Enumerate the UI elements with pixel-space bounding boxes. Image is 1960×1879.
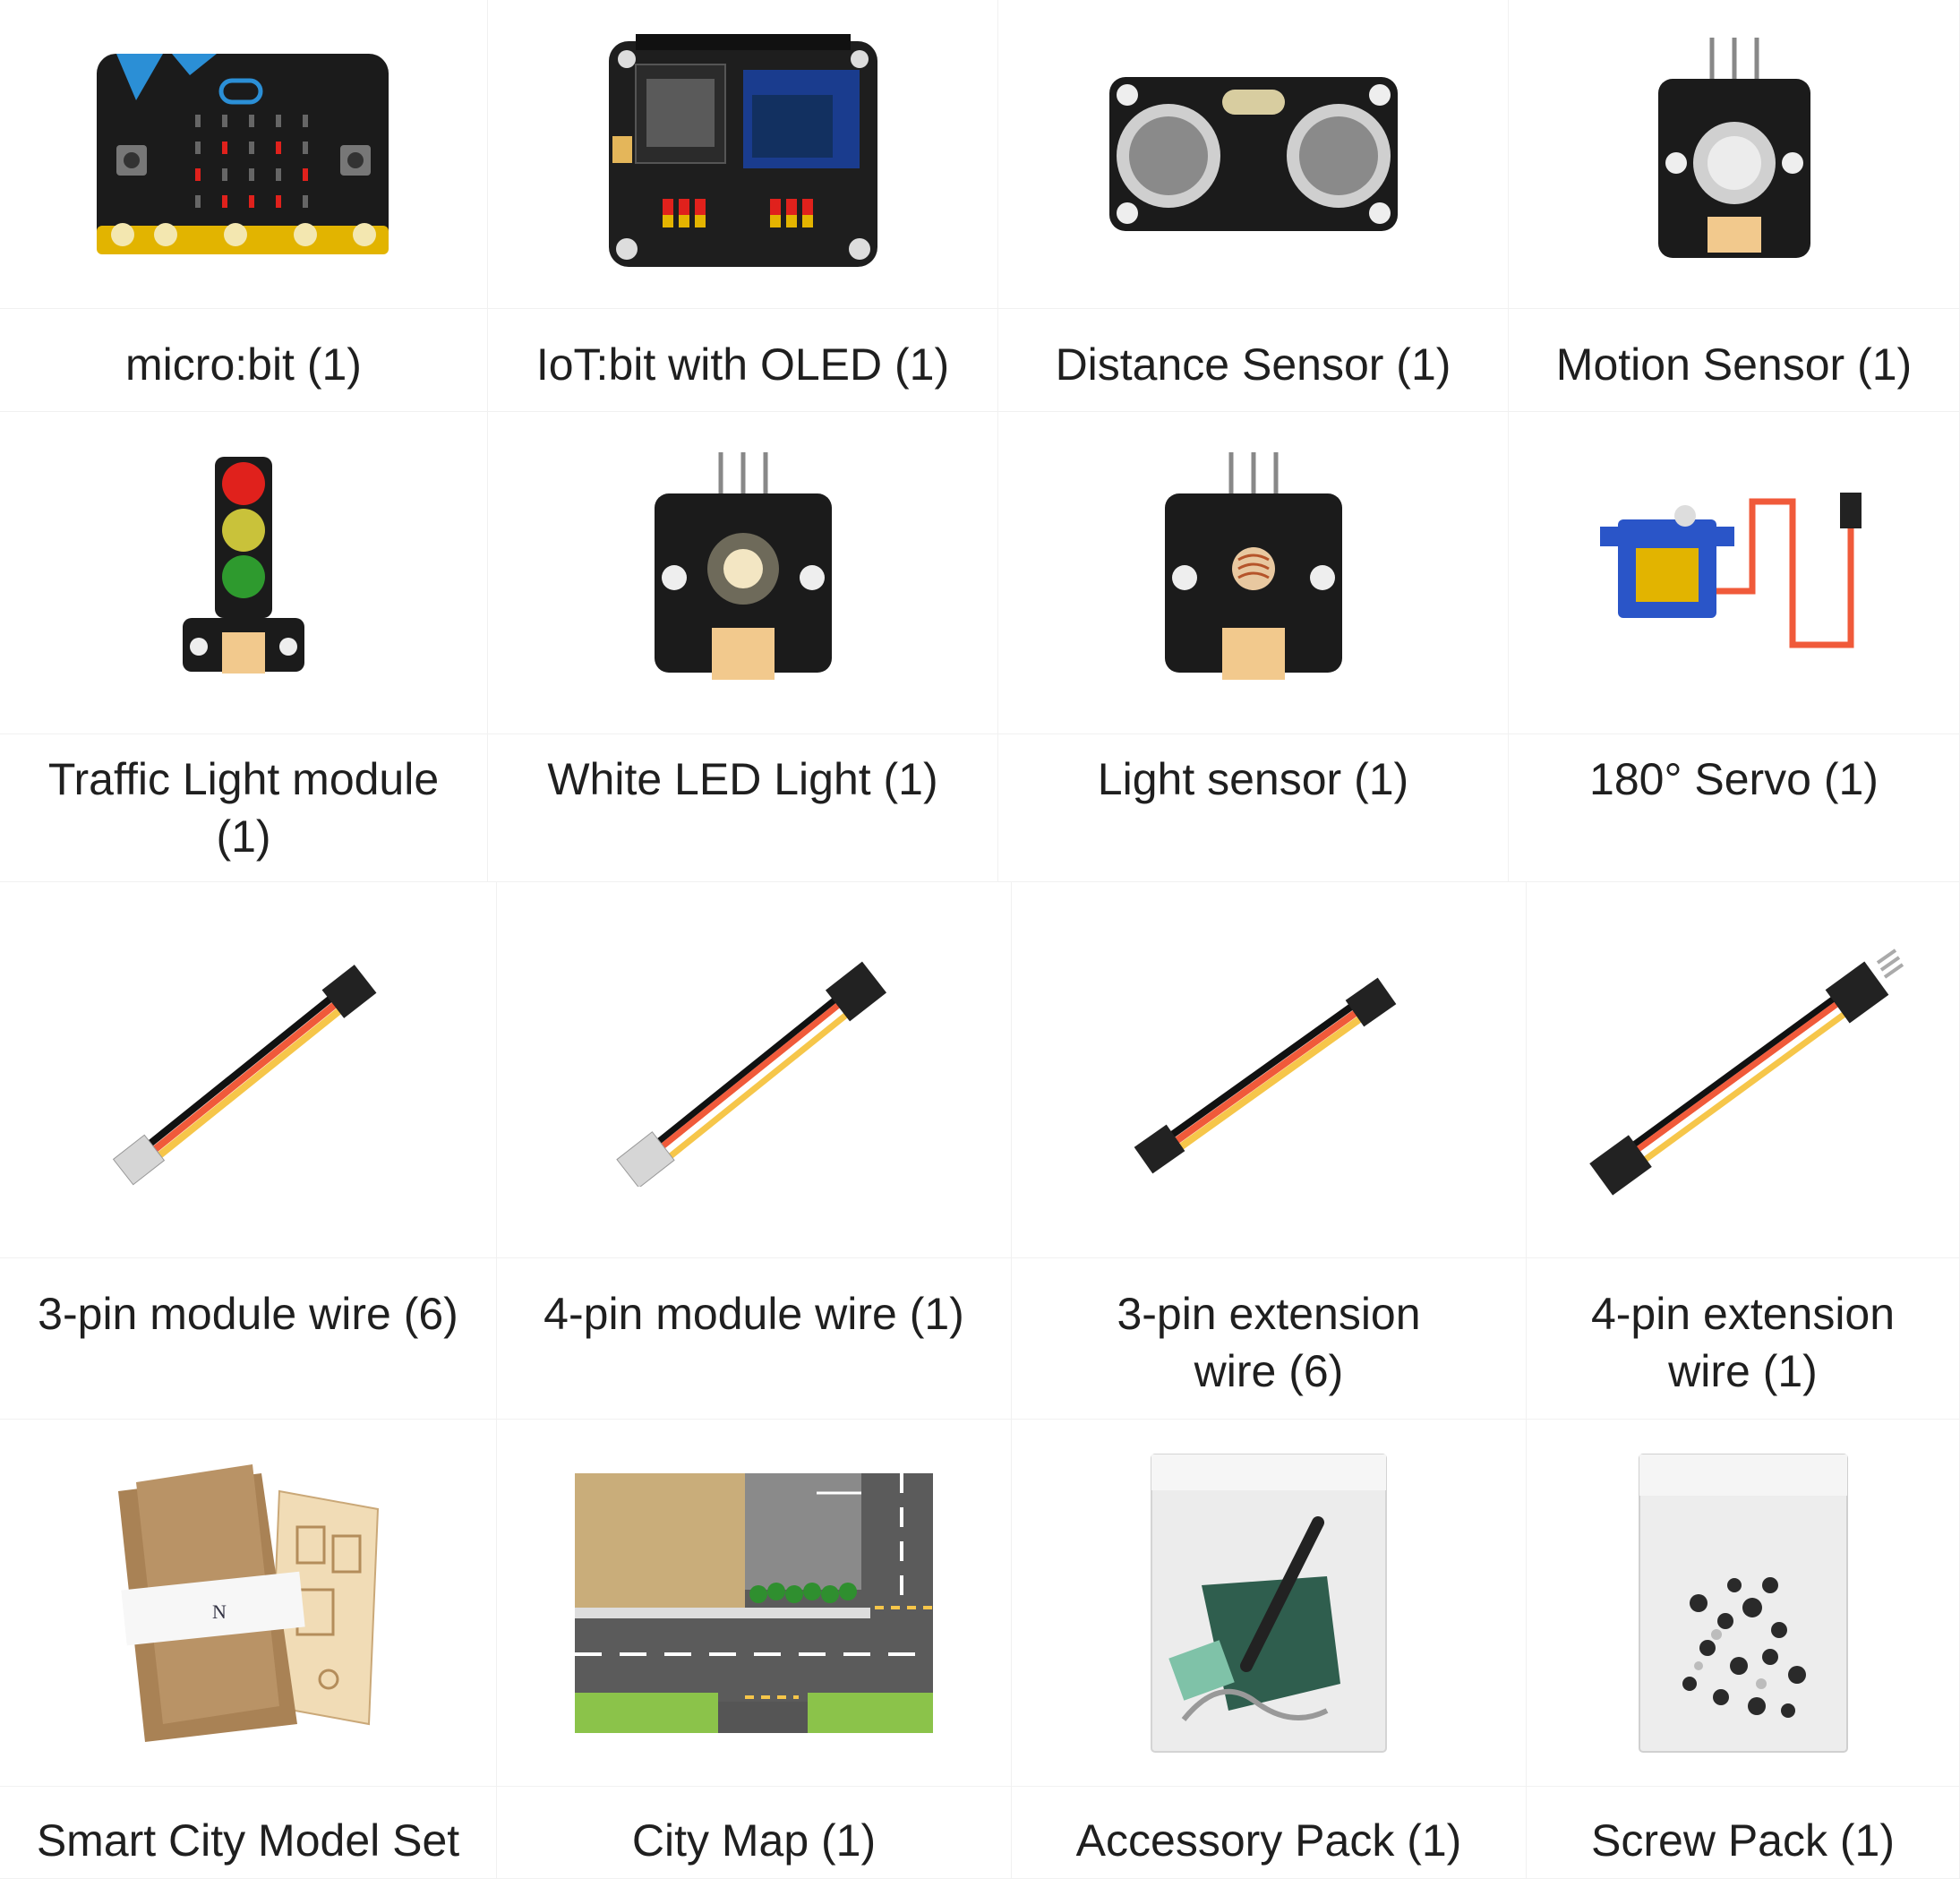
item-image-accessory-pack — [1012, 1420, 1527, 1787]
item-label-cell-4pin-module-wire: 4-pin module wire (1) — [497, 1258, 1012, 1420]
item-label-cell-screw-pack: Screw Pack (1) — [1527, 1787, 1960, 1879]
traffic-light-module-icon — [183, 456, 304, 674]
item-label: City Map (1) — [631, 1815, 877, 1866]
white-led-module-icon — [654, 451, 832, 680]
item-label: 180° Servo (1) — [1589, 754, 1879, 804]
item-image-servo — [1509, 412, 1960, 734]
item-image-iotbit — [488, 0, 998, 309]
item-image-light-sensor — [998, 412, 1509, 734]
item-label-cell-microbit: micro:bit (1) — [0, 309, 488, 412]
item-label-cell-motion-sensor: Motion Sensor (1) — [1509, 309, 1960, 412]
item-label: IoT:bit with OLED (1) — [535, 339, 950, 390]
item-label-cell-city-map: City Map (1) — [497, 1787, 1012, 1879]
item-label-cell-traffic-light: Traffic Light module (1) — [0, 734, 488, 882]
item-label: micro:bit (1) — [125, 339, 362, 390]
item-image-3pin-extension-wire — [1012, 882, 1527, 1258]
item-label-cell-accessory-pack: Accessory Pack (1) — [1012, 1787, 1527, 1879]
iotbit-oled-board-icon — [608, 34, 877, 267]
item-label: Screw Pack (1) — [1591, 1815, 1895, 1866]
light-sensor-module-icon — [1164, 451, 1342, 680]
item-label-cell-4pin-extension-wire: 4-pin extension wire (1) — [1527, 1258, 1960, 1420]
city-map-icon — [575, 1472, 933, 1733]
4pin-extension-wire-icon — [1588, 948, 1904, 1196]
accessory-pack-icon — [1151, 1453, 1387, 1753]
item-label: Smart City Model Set — [36, 1815, 460, 1866]
item-label-cell-servo: 180° Servo (1) — [1509, 734, 1960, 882]
item-label-cell-distance-sensor: Distance Sensor (1) — [998, 309, 1509, 412]
item-label-cell-3pin-extension-wire: 3-pin extension wire (6) — [1012, 1258, 1527, 1420]
item-label: Light sensor (1) — [1097, 754, 1409, 804]
item-label: 3-pin module wire (6) — [38, 1289, 458, 1339]
item-image-city-map — [497, 1420, 1012, 1787]
item-image-motion-sensor — [1509, 0, 1960, 309]
item-label: 4-pin extension wire (1) — [1590, 1289, 1896, 1396]
item-label-cell-light-sensor: Light sensor (1) — [998, 734, 1509, 882]
item-image-traffic-light — [0, 412, 488, 734]
item-image-white-led — [488, 412, 998, 734]
item-image-microbit — [0, 0, 488, 309]
screw-pack-icon — [1638, 1453, 1848, 1753]
item-image-screw-pack — [1527, 1420, 1960, 1787]
4pin-module-wire-icon — [616, 961, 887, 1187]
item-label: Accessory Pack (1) — [1075, 1815, 1462, 1866]
3pin-extension-wire-icon — [1134, 977, 1397, 1173]
ultrasonic-distance-sensor-icon — [1108, 77, 1398, 231]
microbit-board-icon — [97, 54, 389, 254]
item-label: Distance Sensor (1) — [1055, 339, 1451, 390]
item-label: Motion Sensor (1) — [1555, 339, 1913, 390]
item-label-cell-iotbit: IoT:bit with OLED (1) — [488, 309, 998, 412]
item-label-cell-smart-city-model-set: Smart City Model Set — [0, 1787, 497, 1879]
item-image-4pin-module-wire — [497, 882, 1012, 1258]
item-image-distance-sensor — [998, 0, 1509, 309]
cardboard-model-set-icon: N — [118, 1463, 380, 1742]
svg-text:N: N — [212, 1600, 227, 1623]
item-image-3pin-module-wire — [0, 882, 497, 1258]
item-image-smart-city-model-set: N — [0, 1420, 497, 1787]
pir-motion-sensor-icon — [1657, 38, 1810, 258]
item-label: Traffic Light module (1) — [47, 754, 440, 862]
item-label: White LED Light (1) — [547, 754, 938, 804]
item-label-cell-white-led: White LED Light (1) — [488, 734, 998, 882]
item-image-4pin-extension-wire — [1527, 882, 1960, 1258]
item-label: 3-pin extension wire (6) — [1117, 1289, 1421, 1396]
item-label-cell-3pin-module-wire: 3-pin module wire (6) — [0, 1258, 497, 1420]
servo-motor-icon — [1599, 492, 1862, 648]
3pin-module-wire-icon — [112, 964, 377, 1185]
item-label: 4-pin module wire (1) — [543, 1289, 964, 1339]
